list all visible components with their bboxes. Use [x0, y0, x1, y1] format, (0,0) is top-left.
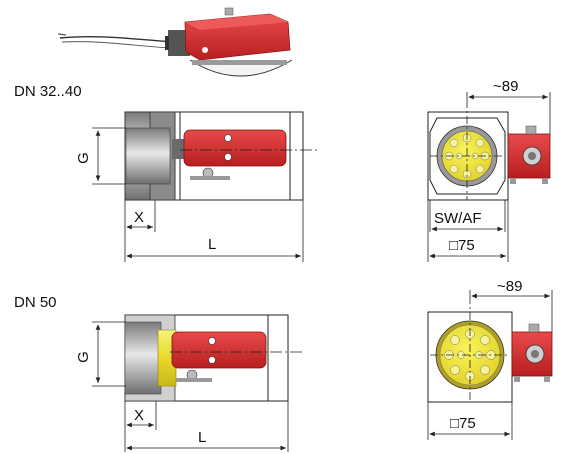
label-g-2: G [75, 351, 92, 363]
side-view-dn50 [124, 314, 305, 402]
front-view-dn32-40 [427, 92, 551, 262]
section-title-dn50: DN 50 [14, 294, 57, 311]
product-illustration [57, 7, 293, 77]
label-g-1: G [75, 152, 92, 164]
label-l-2: L [198, 429, 206, 446]
label-square-75-2: □75 [450, 415, 476, 432]
label-l-1: L [208, 236, 216, 253]
label-square-75-1: □75 [449, 237, 475, 254]
side-view-dn32-40 [124, 111, 318, 201]
front-view-dn50 [427, 290, 553, 440]
label-approx-89-1: ~89 [493, 78, 518, 95]
section-title-dn32-40: DN 32..40 [14, 83, 82, 100]
label-x-1: X [134, 209, 144, 226]
label-approx-89-2: ~89 [497, 278, 522, 295]
label-x-2: X [134, 407, 144, 424]
label-sw-af: SW/AF [434, 210, 482, 227]
